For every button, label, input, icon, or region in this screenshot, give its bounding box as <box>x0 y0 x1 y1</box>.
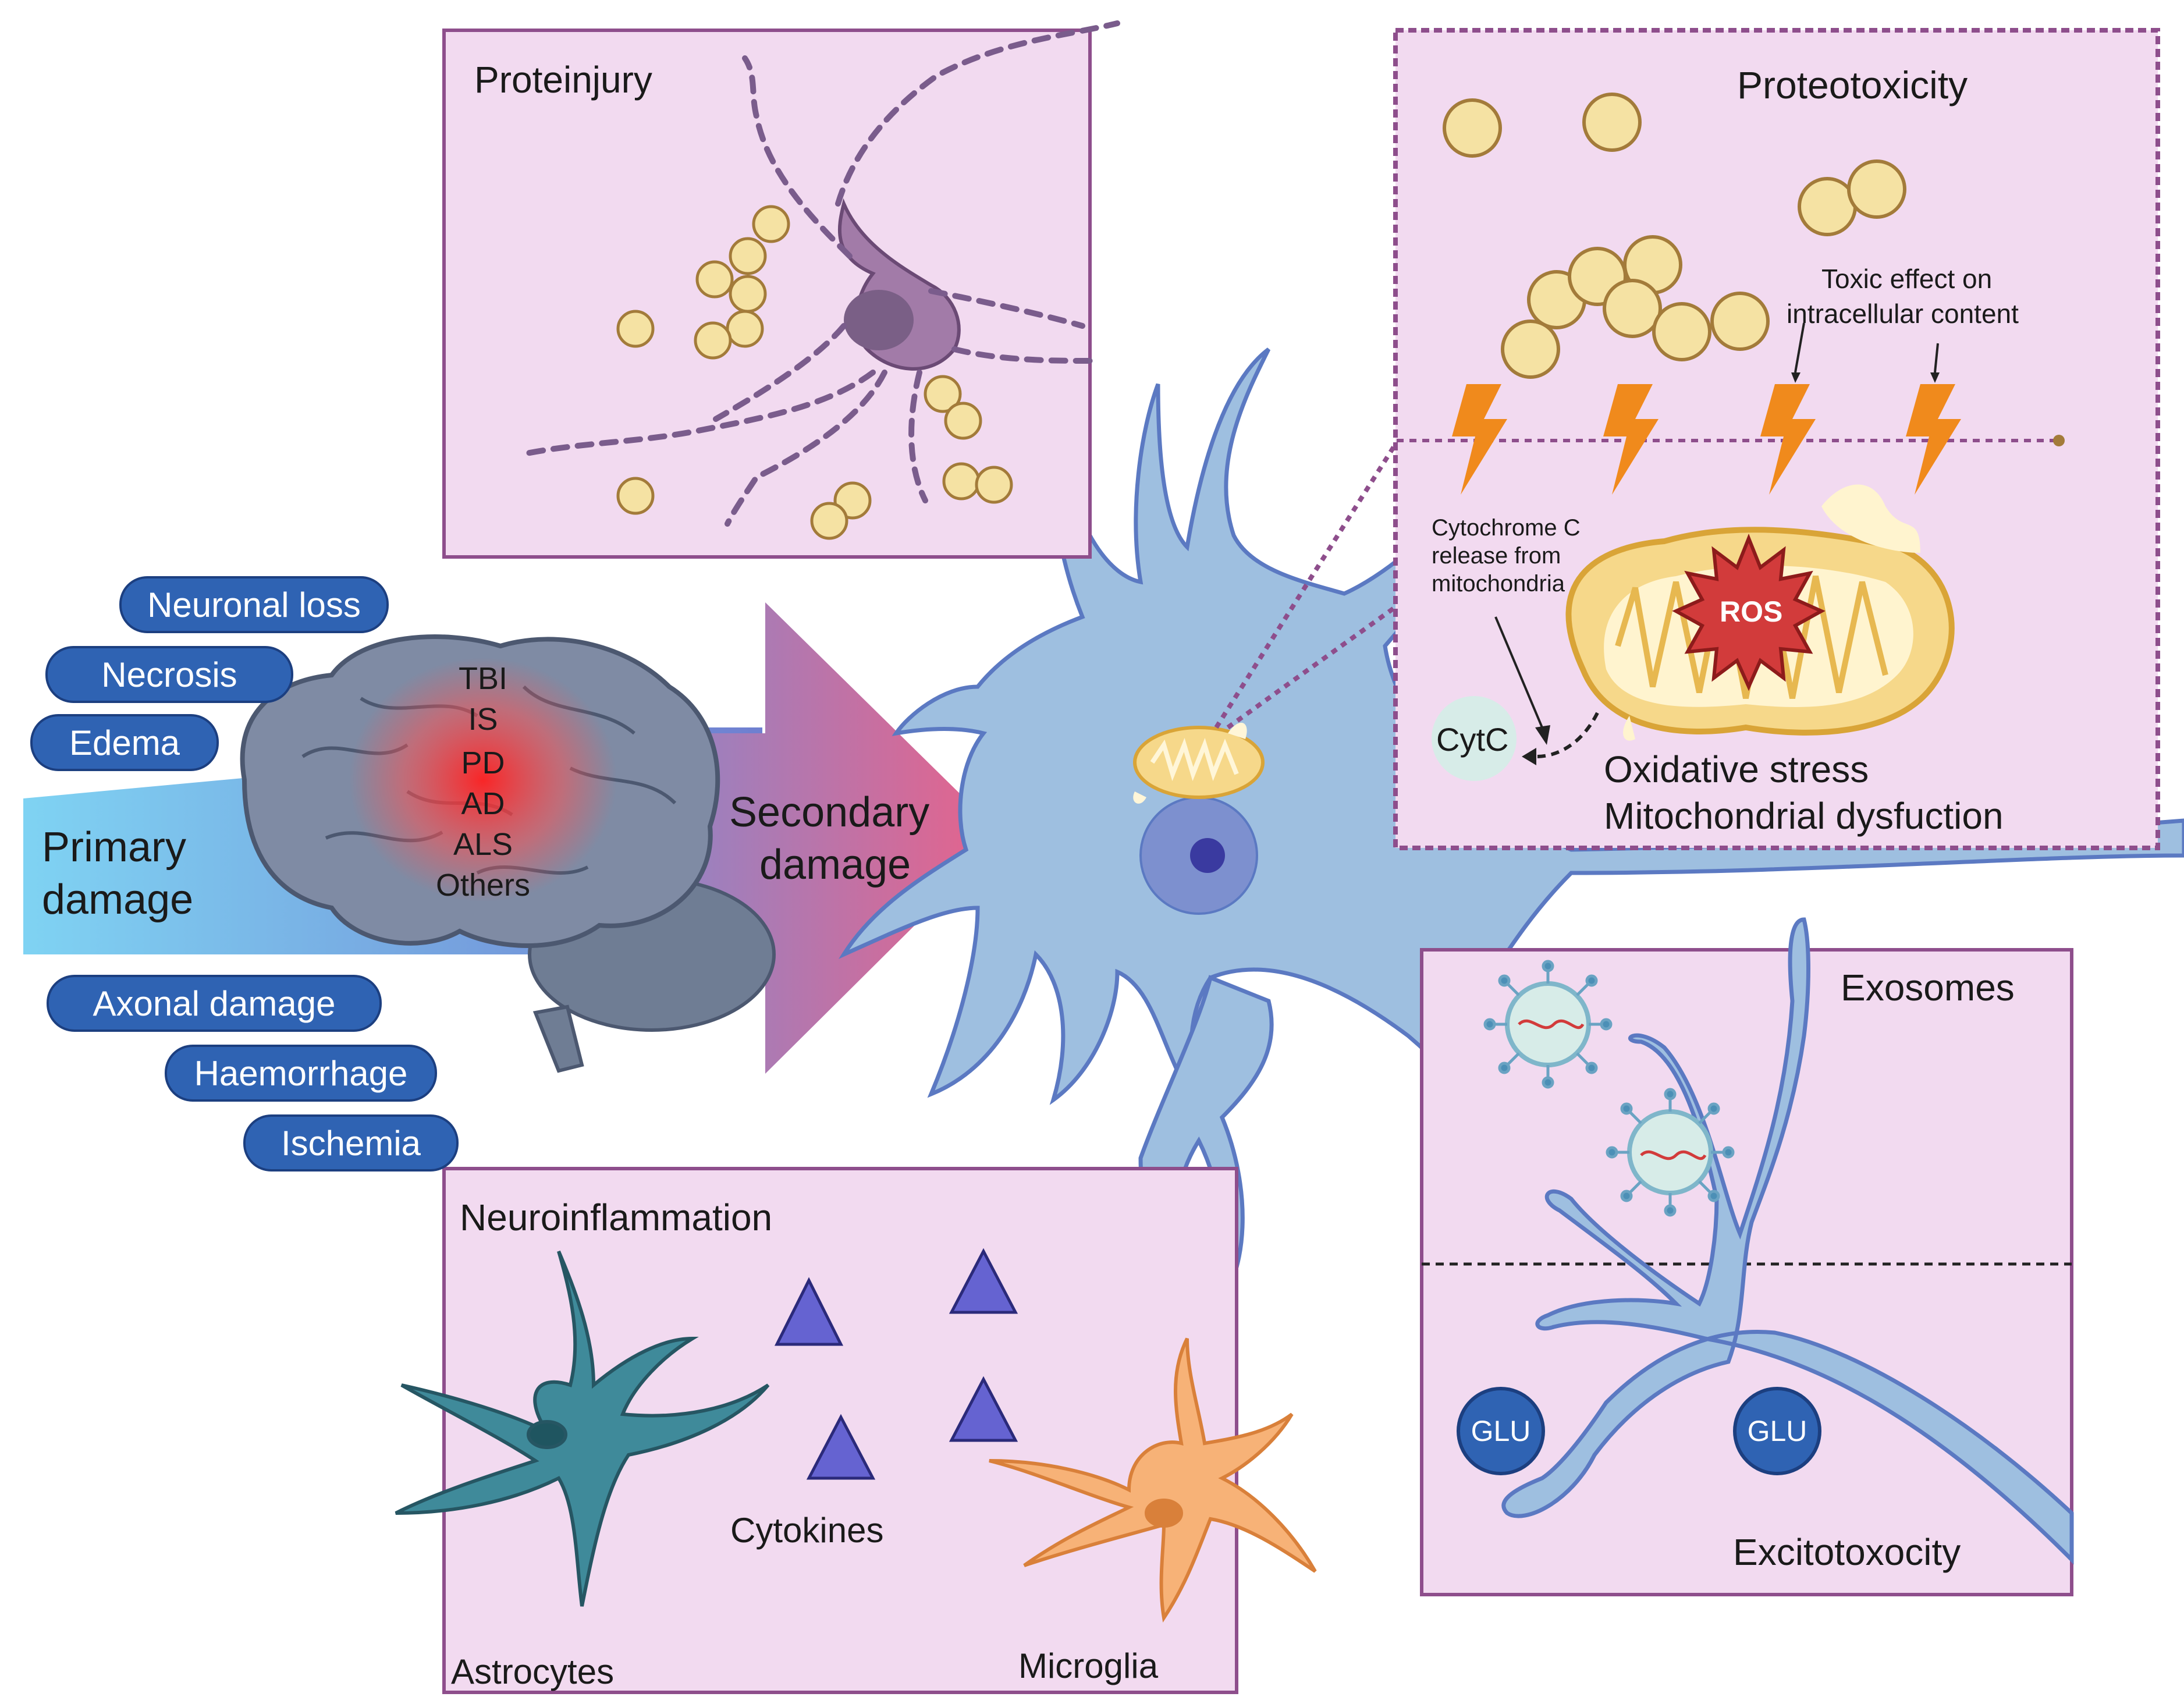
astrocyte <box>395 1250 770 1607</box>
ros-label: ROS <box>1720 595 1783 628</box>
cause-axonal-damage: Axonal damage <box>47 975 382 1032</box>
toxic-effect-line2: intracellular content <box>1787 299 2019 329</box>
astrocytes-label: Astrocytes <box>451 1652 615 1691</box>
neuron-nucleolus <box>1190 838 1225 873</box>
condition-tbi: TBI <box>458 661 507 696</box>
cytochrome-line3: mitochondria <box>1432 571 1565 597</box>
proteotoxicity-panel <box>1393 28 2160 850</box>
cause-edema: Edema <box>30 714 219 771</box>
oxidative-stress-label: Oxidative stress <box>1604 748 1869 790</box>
cytokines-label: Cytokines <box>730 1511 884 1550</box>
primary-damage-label-1: Primary <box>42 824 186 871</box>
neuroinflammation-title: Neuroinflammation <box>460 1197 773 1238</box>
cause-neuronal-loss: Neuronal loss <box>119 576 389 633</box>
toxic-effect-line1: Toxic effect on <box>1821 264 1993 294</box>
cause-necrosis: Necrosis <box>45 646 293 703</box>
cause-haemorrhage: Haemorrhage <box>165 1045 437 1102</box>
ros-burst <box>1672 533 1826 691</box>
neuroinflammation-panel <box>395 1167 1317 1694</box>
cytochrome-line2: release from <box>1432 543 1561 569</box>
cytochrome-line1: Cytochrome C <box>1432 515 1581 541</box>
secondary-damage-label-1: Secondary <box>729 789 930 836</box>
cytokine-triangles <box>774 1248 1018 1480</box>
brain-illustration <box>240 634 776 1073</box>
condition-ad: AD <box>461 786 505 821</box>
protein-aggregates <box>616 205 1013 540</box>
secondary-damage-label-2: damage <box>759 842 911 888</box>
proteinjury-title: Proteinjury <box>474 59 652 101</box>
exosomes-title: Exosomes <box>1841 967 2015 1009</box>
condition-is: IS <box>468 702 498 737</box>
cytc-label: CytC <box>1436 721 1509 758</box>
glu-molecule-2: GLU <box>1733 1387 1821 1475</box>
excitotoxicity-label: Excitotoxocity <box>1733 1531 1961 1573</box>
microglia <box>989 1337 1317 1623</box>
large-mitochondrion <box>1565 484 1955 741</box>
proteotoxicity-title: Proteotoxicity <box>1737 63 1968 106</box>
mitochondrial-dysfunction-label: Mitochondrial dysfuction <box>1604 795 2004 837</box>
primary-damage-label-2: damage <box>42 876 194 923</box>
glu-molecule-1: GLU <box>1457 1387 1545 1475</box>
cause-ischemia: Ischemia <box>243 1114 459 1172</box>
exosomes-panel <box>1420 917 2074 1596</box>
secondary-damage-arrow <box>646 602 1004 1074</box>
condition-pd: PD <box>461 746 505 780</box>
small-mitochondrion <box>1133 722 1265 804</box>
exosome-vesicles <box>1483 960 1735 1217</box>
condition-als: ALS <box>453 827 513 862</box>
cytc-circle <box>1432 696 1517 781</box>
proteinjury-panel <box>442 20 1120 559</box>
microglia-label: Microglia <box>1018 1646 1159 1685</box>
condition-others: Others <box>435 868 531 903</box>
